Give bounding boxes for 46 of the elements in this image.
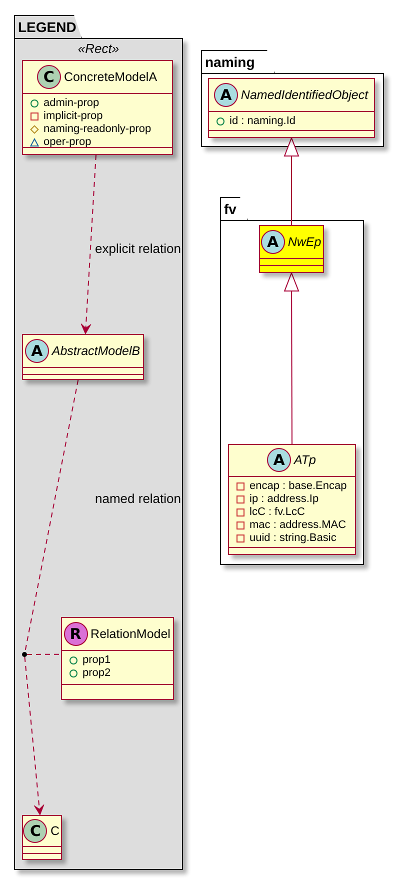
inheritance-arrow	[284, 272, 300, 444]
package-name: fv	[220, 197, 248, 221]
junction-dot	[22, 652, 26, 656]
class-type-badge: C	[36, 64, 61, 88]
class-box	[22, 60, 172, 154]
stereotype-label: «Rect»	[76, 41, 120, 56]
class-box	[208, 78, 374, 138]
attribute: encap : base.Encap	[250, 480, 347, 492]
edge-label: explicit relation	[94, 241, 182, 256]
class-name: RelationModel	[90, 626, 170, 640]
attribute: naming-readonly-prop	[44, 123, 152, 135]
attribute: ip : address.Ip	[250, 493, 319, 505]
class-box	[22, 334, 144, 380]
class-type-badge: C	[23, 818, 48, 842]
class-name: AbstractModelB	[52, 344, 140, 358]
attribute: oper-prop	[44, 136, 92, 148]
attribute: lcC : fv.LcC	[250, 506, 305, 518]
class-name: NamedIdentifiedObject	[240, 88, 368, 102]
class-box	[60, 616, 174, 700]
class-name: ATp	[294, 453, 316, 467]
dashed-line	[26, 654, 62, 655]
dashed-arrow	[80, 154, 96, 334]
dashed-line	[24, 380, 79, 653]
package-name: LEGEND	[14, 15, 82, 39]
class-type-badge: R	[64, 622, 88, 646]
attribute: id : naming.Id	[230, 115, 296, 127]
attribute: mac : address.MAC	[250, 519, 346, 531]
class-box	[22, 814, 62, 860]
inheritance-arrow	[284, 138, 299, 226]
attribute: prop2	[82, 667, 111, 679]
class-name: NwEp	[288, 234, 322, 248]
class-name: ConcreteModelA	[64, 70, 158, 84]
class-type-badge: A	[267, 448, 291, 472]
class-type-badge: A	[260, 230, 285, 254]
attribute: implicit-prop	[44, 110, 103, 122]
attribute: admin-prop	[44, 97, 100, 109]
class-name: C	[50, 824, 60, 838]
class-type-badge: A	[214, 82, 238, 106]
attribute: prop1	[82, 654, 111, 666]
edge-label: named relation	[94, 491, 182, 506]
package-name: naming	[201, 50, 275, 74]
class-box	[228, 444, 356, 554]
class-type-badge: A	[24, 338, 49, 362]
class-box	[258, 224, 324, 272]
attribute: uuid : string.Basic	[250, 532, 336, 544]
dashed-arrow	[24, 656, 44, 816]
